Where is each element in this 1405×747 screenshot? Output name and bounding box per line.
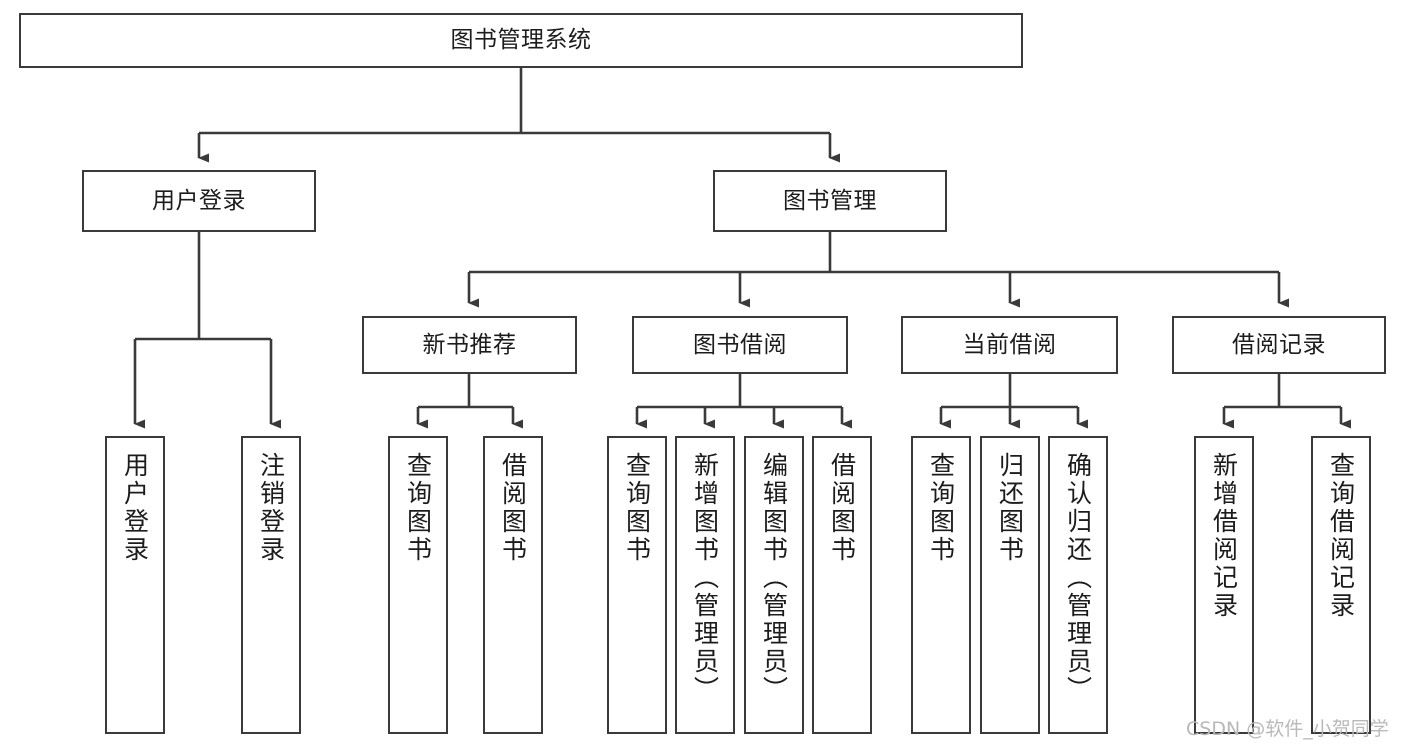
node-book-manage-label: 图书管理 bbox=[783, 187, 877, 214]
node-current-borrow-label: 当前借阅 bbox=[962, 331, 1057, 358]
leaf-borrow-book-1-label: 借阅图书 bbox=[498, 452, 528, 564]
node-user-login-label: 用户登录 bbox=[152, 187, 246, 214]
node-user-login[interactable]: 用户登录 bbox=[82, 170, 316, 232]
leaf-query-book-2[interactable]: 查询图书 bbox=[607, 436, 667, 734]
leaf-logout-login[interactable]: 注销登录 bbox=[241, 436, 301, 734]
watermark-text: CSDN @软件_小贺同学 bbox=[1186, 718, 1389, 740]
leaf-query-book-3-label: 查询图书 bbox=[926, 452, 956, 564]
node-current-borrow[interactable]: 当前借阅 bbox=[901, 316, 1118, 374]
leaf-query-book-3[interactable]: 查询图书 bbox=[911, 436, 971, 734]
leaf-query-book-2-label: 查询图书 bbox=[622, 452, 652, 564]
leaf-edit-book[interactable]: 编辑图书（管理员） bbox=[744, 436, 804, 734]
leaf-add-book[interactable]: 新增图书（管理员） bbox=[675, 436, 735, 734]
leaf-user-login-label: 用户登录 bbox=[120, 452, 150, 564]
leaf-return-book[interactable]: 归还图书 bbox=[980, 436, 1040, 734]
leaf-borrow-book-2-label: 借阅图书 bbox=[827, 452, 857, 564]
leaf-query-book-1-label: 查询图书 bbox=[403, 452, 433, 564]
leaf-query-record[interactable]: 查询借阅记录 bbox=[1311, 436, 1371, 734]
leaf-edit-book-label: 编辑图书（管理员） bbox=[759, 452, 789, 704]
leaf-add-record-label: 新增借阅记录 bbox=[1209, 452, 1239, 620]
node-root-label: 图书管理系统 bbox=[450, 27, 592, 54]
node-borrow-record-label: 借阅记录 bbox=[1232, 331, 1326, 358]
node-borrow-record[interactable]: 借阅记录 bbox=[1172, 316, 1386, 374]
leaf-confirm-return[interactable]: 确认归还（管理员） bbox=[1048, 436, 1108, 734]
leaf-query-book-1[interactable]: 查询图书 bbox=[388, 436, 448, 734]
leaf-confirm-return-label: 确认归还（管理员） bbox=[1063, 452, 1093, 704]
node-book-borrow[interactable]: 图书借阅 bbox=[632, 316, 848, 374]
leaf-borrow-book-1[interactable]: 借阅图书 bbox=[483, 436, 543, 734]
leaf-borrow-book-2[interactable]: 借阅图书 bbox=[812, 436, 872, 734]
leaf-add-book-label: 新增图书（管理员） bbox=[690, 452, 720, 704]
leaf-return-book-label: 归还图书 bbox=[995, 452, 1025, 564]
leaf-query-record-label: 查询借阅记录 bbox=[1326, 452, 1356, 620]
node-book-borrow-label: 图书借阅 bbox=[693, 331, 787, 358]
node-new-book-recommend-label: 新书推荐 bbox=[422, 331, 517, 358]
node-root[interactable]: 图书管理系统 bbox=[19, 13, 1023, 68]
leaf-add-record[interactable]: 新增借阅记录 bbox=[1194, 436, 1254, 734]
leaf-user-login[interactable]: 用户登录 bbox=[105, 436, 165, 734]
node-book-manage[interactable]: 图书管理 bbox=[713, 170, 947, 232]
leaf-logout-login-label: 注销登录 bbox=[256, 452, 286, 564]
node-new-book-recommend[interactable]: 新书推荐 bbox=[362, 316, 577, 374]
